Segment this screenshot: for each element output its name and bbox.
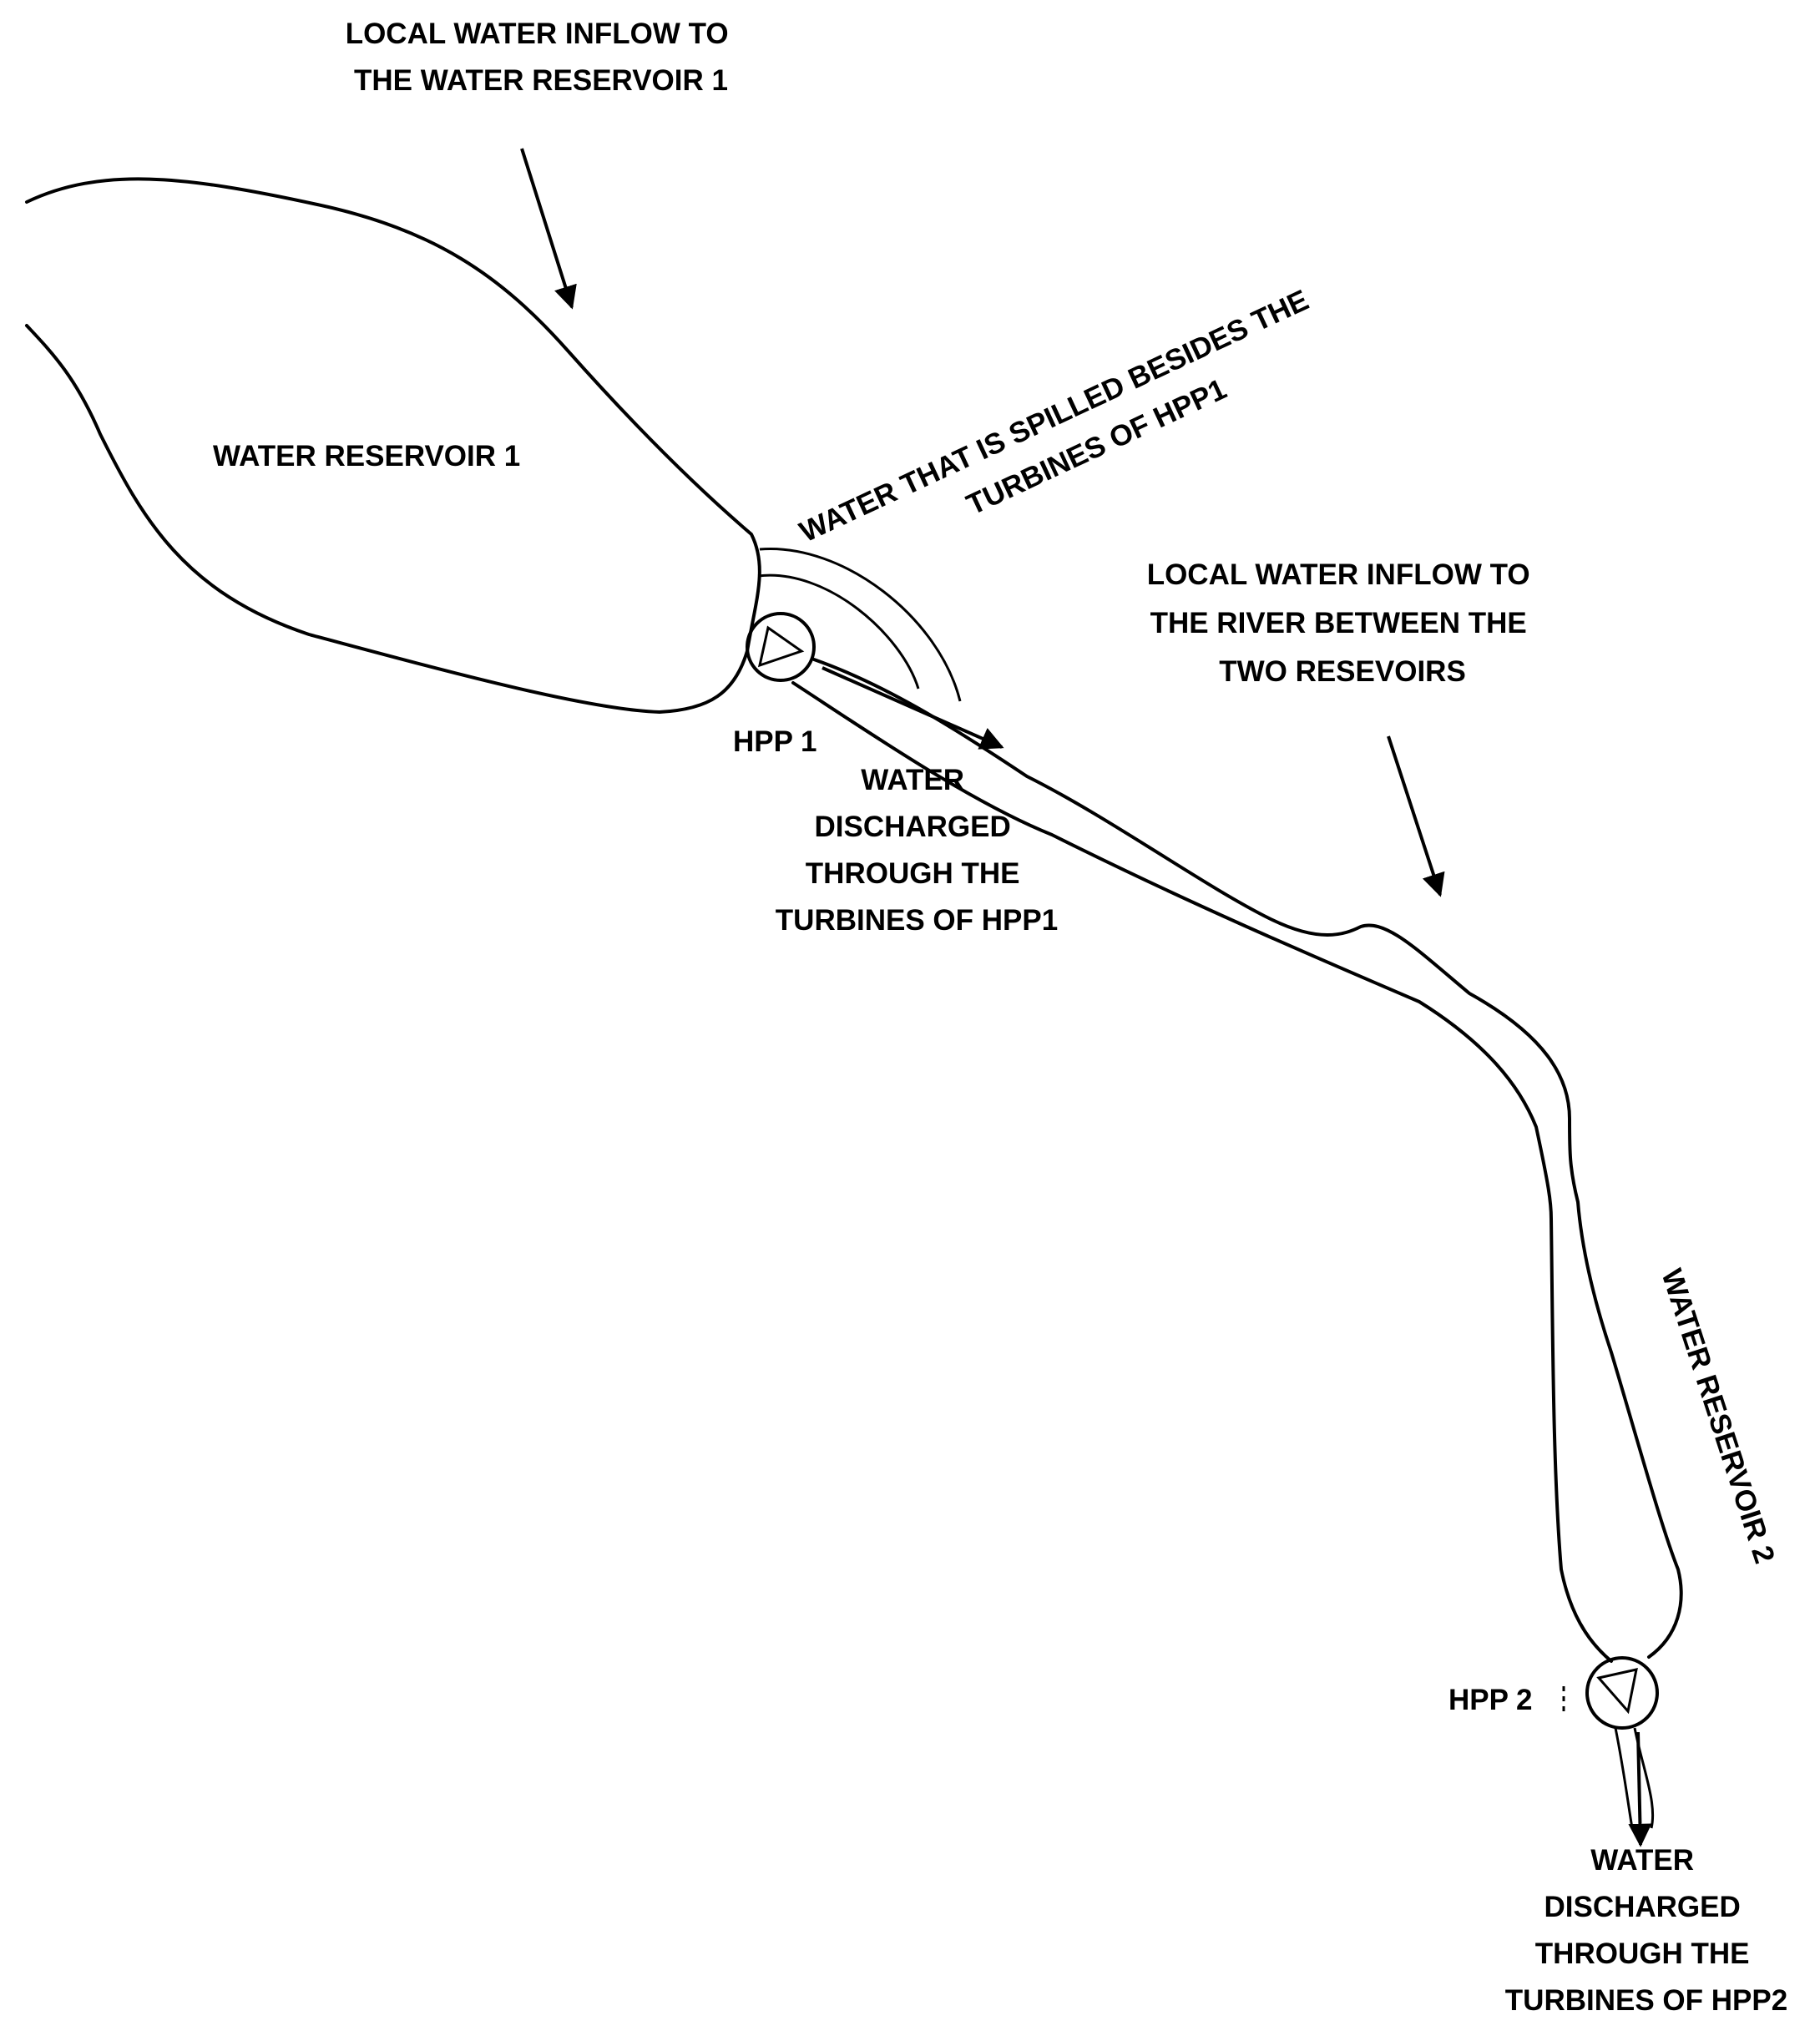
discharged-hpp1-line2: DISCHARGED <box>814 811 1010 843</box>
spillway-arc-outer <box>759 548 962 702</box>
discharged-hpp2-line1: WATER <box>1590 1844 1694 1877</box>
inflow-reservoir1-arrow <box>520 148 577 310</box>
discharged-hpp1-line4: TURBINES OF HPP1 <box>776 904 1058 937</box>
inflow-reservoir1-line1: LOCAL WATER INFLOW TO <box>346 18 729 50</box>
river-channel-upper-bank <box>812 658 1683 1659</box>
river-channel-lower-bank <box>791 681 1613 1663</box>
spillway-arc-inner <box>757 573 920 690</box>
inflow-river-line2: THE RIVER BETWEEN THE <box>1150 607 1527 639</box>
discharged-hpp1-line3: THROUGH THE <box>806 857 1020 890</box>
hpp1-discharge-arrow <box>822 666 1004 750</box>
discharged-hpp1-line1: WATER <box>861 764 964 796</box>
hpp2-outlet-channel <box>1614 1727 1655 1829</box>
reservoir1-label: WATER RESERVOIR 1 <box>213 440 520 472</box>
discharged-hpp2-line2: DISCHARGED <box>1544 1891 1740 1923</box>
inflow-reservoir1-label: LOCAL WATER INFLOW TO THE WATER RESERVOI… <box>346 18 737 97</box>
discharged-hpp2-line3: THROUGH THE <box>1535 1937 1750 1970</box>
reservoir2-label: WATER RESERVOIR 2 <box>1655 1265 1781 1567</box>
spilled-line1: WATER THAT IS SPILLED BESIDES THE <box>795 284 1314 549</box>
inflow-river-label: LOCAL WATER INFLOW TO THE RIVER BETWEEN … <box>1147 558 1539 688</box>
hpp1-label: HPP 1 <box>733 725 817 758</box>
inflow-river-line3: TWO RESEVOIRS <box>1219 655 1466 688</box>
hpp2-discharge-arrow <box>1628 1731 1652 1847</box>
inflow-river-arrow <box>1387 735 1445 897</box>
discharged-hpp1-label: WATER DISCHARGED THROUGH THE TURBINES OF… <box>776 764 1058 937</box>
spilled-water-label: WATER THAT IS SPILLED BESIDES THE TURBIN… <box>795 284 1314 549</box>
hpp2-label: HPP 2 <box>1448 1684 1533 1716</box>
inflow-river-line1: LOCAL WATER INFLOW TO <box>1147 558 1530 591</box>
inflow-reservoir1-line2: THE WATER RESERVOIR 1 <box>354 64 728 97</box>
discharged-hpp2-line4: TURBINES OF HPP2 <box>1505 1984 1787 2017</box>
discharged-hpp2-label: WATER DISCHARGED THROUGH THE TURBINES OF… <box>1505 1844 1787 2017</box>
hpp1-turbine-icon <box>746 612 816 682</box>
hpp2-turbine-icon <box>1585 1656 1659 1730</box>
